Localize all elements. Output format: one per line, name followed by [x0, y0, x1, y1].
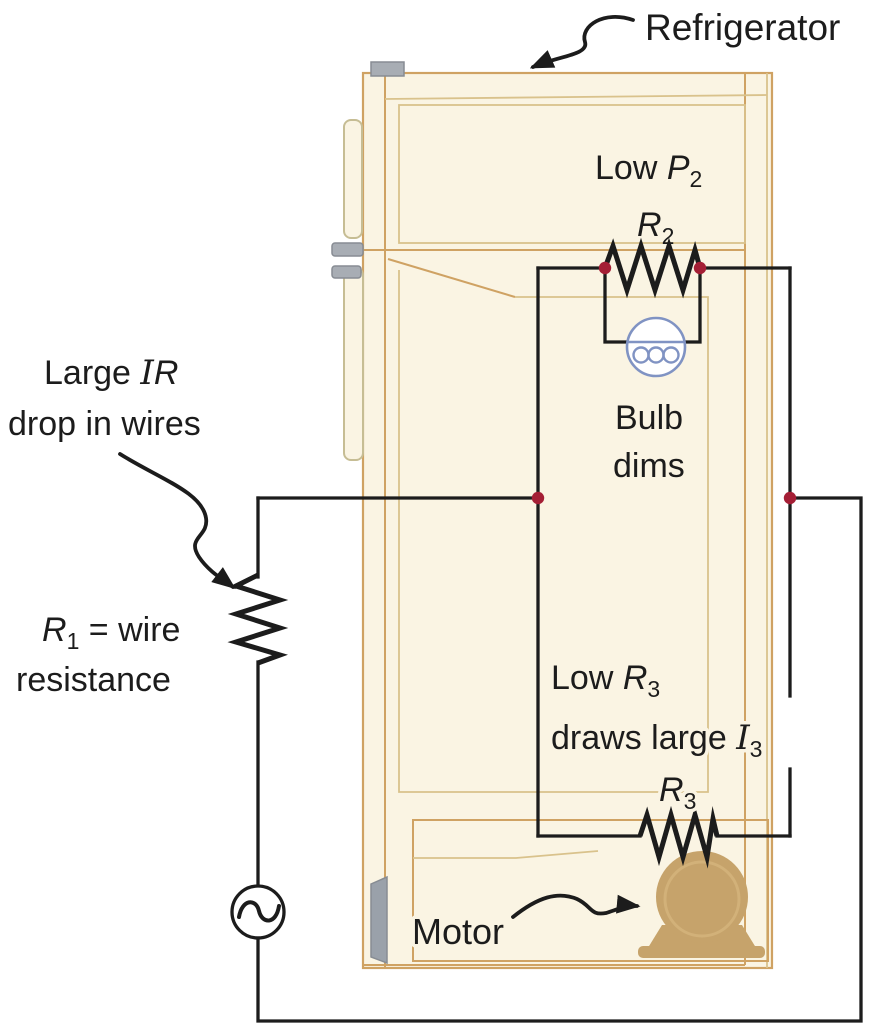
large-ir-label-line2: drop in wires	[8, 405, 201, 443]
hinge-icon	[370, 875, 388, 965]
bulb-icon	[625, 316, 687, 378]
motor-body	[656, 851, 748, 943]
low-r3-label: Low R3	[551, 659, 660, 702]
motor-label: Motor	[412, 911, 504, 952]
bulb-dims-label-line1: Bulb	[615, 399, 683, 437]
fridge-top-inner-line	[384, 94, 768, 100]
motor-highlight-ring	[663, 860, 741, 938]
bulb-branch-wire-right	[682, 266, 702, 344]
r2-label: R2	[637, 206, 674, 249]
refrigerator-label: Refrigerator	[645, 7, 840, 48]
fridge-cabinet	[361, 71, 774, 970]
bulb-branch-wire-left	[603, 266, 630, 344]
r1-wire-label-line2: resistance	[16, 661, 171, 699]
motor-callout-arrow	[511, 893, 641, 919]
resistor-r3	[637, 805, 720, 869]
ir-drop-callout-arrow	[118, 452, 236, 590]
motor-compartment-inner-line	[413, 850, 599, 859]
junction-dot	[693, 261, 707, 275]
main-door-handle	[343, 267, 364, 461]
bulb-dims-label-line2: dims	[613, 447, 685, 485]
ac-sine-icon	[237, 900, 281, 923]
hinge-icon	[331, 242, 364, 257]
low-p2-label: Low P2	[595, 149, 702, 192]
junction-dot	[531, 491, 545, 505]
motor-illustration	[638, 851, 765, 958]
junction-dot	[783, 491, 797, 505]
main-door-panel	[398, 270, 709, 793]
door-divider-slant	[387, 258, 516, 298]
resistor-r1	[227, 572, 289, 666]
resistor-r2	[602, 237, 703, 299]
hinge-icon	[370, 61, 405, 77]
hinge-icon	[331, 265, 362, 279]
junction-dot	[598, 261, 612, 275]
freezer-door-panel	[398, 104, 746, 244]
refrigerator-callout-arrow	[529, 15, 635, 69]
circuit	[227, 237, 863, 1023]
large-ir-label-line1: Large IR	[44, 353, 178, 393]
draws-large-i3-label: draws large I3	[551, 718, 762, 762]
r1-wire-label-line1: R1 = wire	[42, 611, 180, 654]
r3-label: R3	[659, 771, 696, 814]
freezer-door-handle	[343, 119, 363, 239]
motor-base-plate	[638, 946, 765, 958]
refrigerator-illustration	[331, 61, 774, 970]
circuit-wire-outer-loop	[256, 496, 863, 1023]
motor-compartment	[412, 819, 769, 962]
